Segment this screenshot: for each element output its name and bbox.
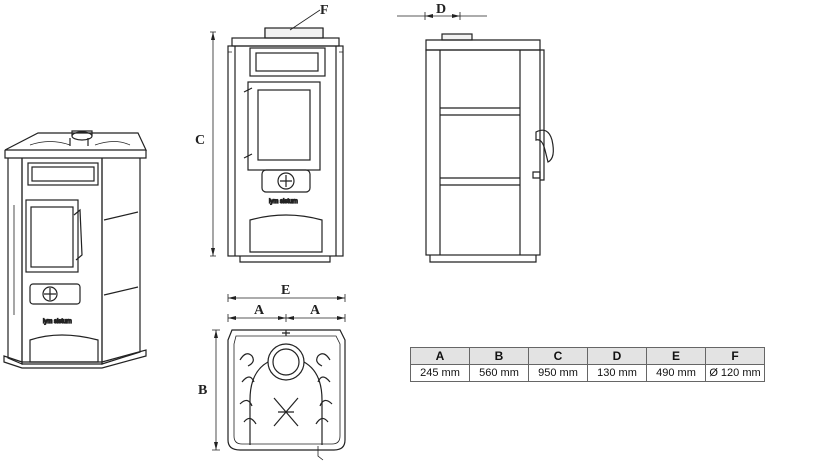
- table-cell: 130 mm: [587, 364, 647, 382]
- dimensions-table: A B C D E F 245 mm 560 mm 950 mm 130 mm …: [410, 347, 765, 382]
- perspective-view: [3, 130, 147, 369]
- table-row: 245 mm 560 mm 950 mm 130 mm 490 mm Ø 120…: [410, 364, 765, 382]
- front-view: [227, 27, 344, 263]
- table-cell: 950 mm: [528, 364, 588, 382]
- label-d: D: [436, 2, 446, 17]
- front-brand-text: lym sisturn: [269, 199, 298, 205]
- table-header-cell: F: [705, 347, 765, 365]
- label-a-left: A: [254, 303, 265, 318]
- table-cell: 245 mm: [410, 364, 470, 382]
- label-b: B: [198, 383, 207, 398]
- table-cell: Ø 120 mm: [705, 364, 765, 382]
- table-header-cell: C: [528, 347, 588, 365]
- table-header-row: A B C D E F: [410, 347, 765, 365]
- label-e: E: [281, 283, 290, 298]
- label-c: C: [195, 133, 205, 148]
- leader-line-f: [289, 9, 321, 31]
- table-cell: 490 mm: [646, 364, 706, 382]
- table-cell: 560 mm: [469, 364, 529, 382]
- table-header-cell: B: [469, 347, 529, 365]
- table-header-cell: E: [646, 347, 706, 365]
- perspective-brand-text: lym sisturn: [43, 319, 72, 325]
- label-f: F: [320, 3, 329, 18]
- side-view: [425, 33, 554, 263]
- table-header-cell: D: [587, 347, 647, 365]
- top-view: [227, 329, 346, 461]
- label-a-right: A: [310, 303, 321, 318]
- table-header-cell: A: [410, 347, 470, 365]
